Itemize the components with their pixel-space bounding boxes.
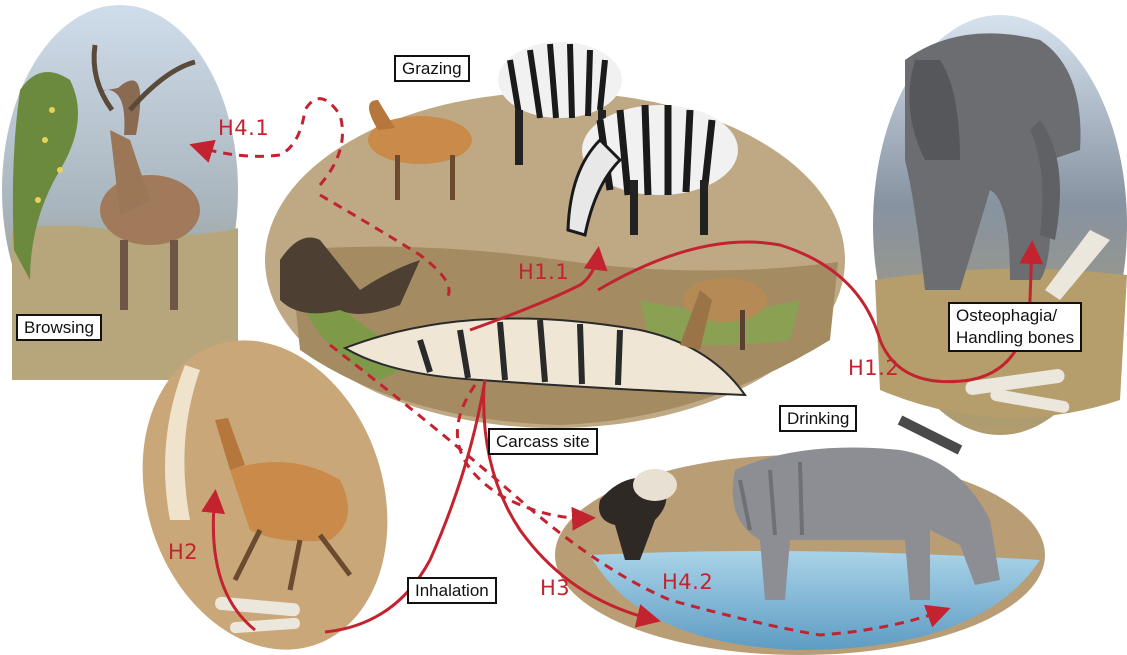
- hypothesis-h1-2: H1.2: [848, 356, 899, 380]
- label-carcass-site: Carcass site: [488, 428, 598, 455]
- hypothesis-h2: H2: [168, 540, 198, 564]
- carcass-scene: [265, 42, 845, 428]
- hypothesis-h1-1: H1.1: [518, 260, 569, 284]
- hypothesis-h4-1: H4.1: [218, 116, 269, 140]
- label-grazing: Grazing: [394, 55, 470, 82]
- hypothesis-h4-2: H4.2: [662, 570, 713, 594]
- label-browsing: Browsing: [16, 314, 102, 341]
- drinking-scene: [555, 420, 1045, 655]
- hypothesis-h3: H3: [540, 576, 570, 600]
- label-osteophagia: Osteophagia/ Handling bones: [948, 302, 1082, 352]
- label-inhalation: Inhalation: [407, 577, 497, 604]
- osteophagia-scene: [873, 15, 1127, 435]
- label-drinking: Drinking: [779, 405, 857, 432]
